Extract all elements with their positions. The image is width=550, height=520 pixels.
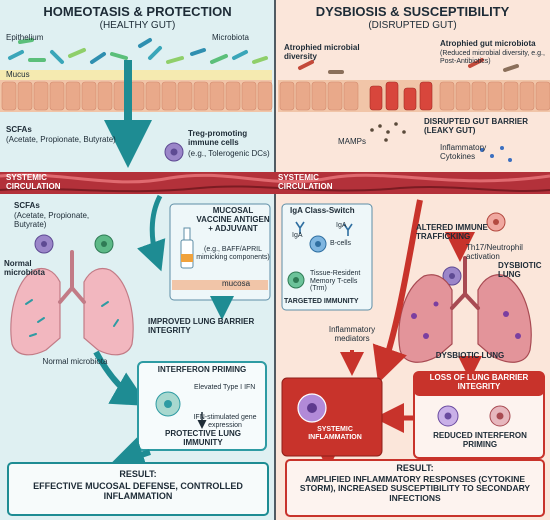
ifn-genes-label: IFN-stimulated gene expression: [193, 414, 257, 429]
protective-immunity-label: PROTECTIVE LUNG IMMUNITY: [164, 429, 241, 447]
lung-barrier-loss-header: [414, 372, 544, 396]
b-cell-icon: [309, 235, 327, 253]
scfas-list: (Acetate, Propionate, Butyrate): [6, 135, 116, 144]
systemic-inflammation-label: SYSTEMIC INFLAMMATION: [308, 426, 362, 441]
arrow-circulation-to-lung: [372, 199, 423, 384]
mucus-label: Mucus: [6, 70, 30, 79]
cytokine-particles: [480, 146, 512, 162]
left-immune-cells: [34, 234, 114, 254]
left-lungs-icon: [10, 250, 134, 356]
dysbiotic-lung-label: DYSBIOTIC LUNG: [498, 261, 542, 279]
right-immune-cells: [442, 212, 506, 286]
treg-detail: (e.g., Tolerogenic DCs): [188, 149, 270, 158]
interferon-title: INTERFERON PRIMING: [157, 365, 247, 374]
trm-label: Tissue-Resident Memory T-cells (Trm): [310, 270, 361, 293]
atrophied-gut-detail: (Reduced microbial diversity, e.g., Post…: [440, 50, 545, 65]
vaccine-detail: (e.g., BAFF/APRIL mimicking components): [196, 246, 270, 261]
right-subtitle: (DISRUPTED GUT): [368, 20, 457, 31]
mediators-label: Inflammatory mediators: [328, 325, 376, 343]
mamps-particles: [370, 122, 406, 142]
right-result-title: RESULT:: [396, 463, 434, 473]
cytokines-label: Inflammatory Cytokines: [440, 143, 487, 161]
arrow-lung-to-interferon: [93, 350, 149, 406]
interferon-box: [137, 361, 267, 451]
left-systemic-label: SYSTEMIC CIRCULATION: [6, 173, 61, 191]
circulation-band: [0, 172, 550, 194]
right-systemic-label: SYSTEMIC CIRCULATION: [278, 173, 333, 191]
right-result-text: AMPLIFIED INFLAMMATORY RESPONSES (CYTOKI…: [299, 474, 531, 503]
mamps-label: MAMPs: [338, 137, 366, 146]
mucosa-strip: [172, 280, 268, 290]
right-epithelium: [278, 80, 550, 112]
b-cells-label: B-cells: [330, 240, 352, 247]
altered-trafficking-label: ALTERED IMMUNE TRAFFICKING: [416, 223, 488, 241]
right-title: DYSBIOSIS & SUSCEPTIBILITY: [315, 4, 510, 19]
th17-label: Th17/Neutrophil activation: [466, 243, 523, 261]
macrophage-icon: [297, 393, 327, 423]
right-microbiota-icon: [298, 58, 519, 74]
atrophied-diversity-label: Atrophied microbial diversity: [284, 43, 360, 61]
improved-barrier-label: IMPROVED LUNG BARRIER INTEGRITY: [148, 317, 255, 335]
left-epithelium: [0, 70, 273, 112]
reduced-priming-label: REDUCED INTERFERON PRIMING: [433, 431, 527, 449]
epithelium-label: Epithelium: [6, 33, 44, 42]
left-subtitle: (HEALTHY GUT): [99, 20, 176, 31]
right-lungs-icon: [398, 256, 532, 363]
lung-barrier-loss-label: LOSS OF LUNG BARRIER INTEGRITY: [429, 373, 529, 391]
trm-cell-icon: [287, 271, 305, 289]
scfas-title: SCFAs: [6, 125, 32, 134]
iga-label-1: IgA: [292, 232, 303, 239]
treg-cell-icon: [164, 142, 184, 162]
microbiota-label: Microbiota: [212, 33, 249, 42]
arrow-circulation-to-vaccine: [137, 194, 166, 272]
scfas2-title: SCFAs: [14, 201, 40, 210]
dysbiotic-lung-caption: DYSBIOTIC LUNG: [435, 351, 505, 360]
iga-label-2: IgA: [336, 222, 347, 229]
treg-title: Treg-promoting immune cells: [188, 129, 248, 147]
left-result-text: EFFECTIVE MUCOSAL DEFENSE, CONTROLLED IN…: [33, 481, 243, 501]
disrupted-barrier-label: DISRUPTED GUT BARRIER (LEAKY GUT): [424, 117, 529, 135]
damaged-cell-icon: [437, 405, 511, 427]
arrow-to-result: [108, 437, 151, 472]
left-result-box: [7, 462, 269, 516]
normal-microbiota-caption: Normal microbiota: [42, 357, 108, 366]
left-microbiota-icon: [8, 38, 268, 64]
left-result-title: RESULT:: [119, 469, 157, 479]
vaccine-title: MUCOSAL VACCINE ANTIGEN + ADJUVANT: [196, 206, 270, 233]
mucosa-label: mucosa: [222, 279, 251, 288]
nasal-spray-icon: [180, 227, 194, 269]
iga-box: [281, 203, 373, 311]
atrophied-gut-label: Atrophied gut microbiota: [440, 39, 536, 48]
normal-microbiota-label: Normal microbiota: [4, 259, 45, 277]
left-title: HOMEOTASIS & PROTECTION: [43, 4, 232, 19]
ifn-elevated-label: Elevated Type I IFN: [194, 384, 256, 391]
systemic-inflammation-box: [281, 377, 383, 457]
right-result-box: [285, 459, 545, 517]
scfas2-list: (Acetate, Propionate, Butyrate): [14, 211, 90, 229]
iga-title: IgA Class-Switch: [290, 206, 355, 215]
infected-cell-icon: [155, 391, 181, 417]
targeted-immunity-label: TARGETED IMMUNITY: [284, 298, 359, 305]
antibody-icon: [295, 221, 353, 236]
